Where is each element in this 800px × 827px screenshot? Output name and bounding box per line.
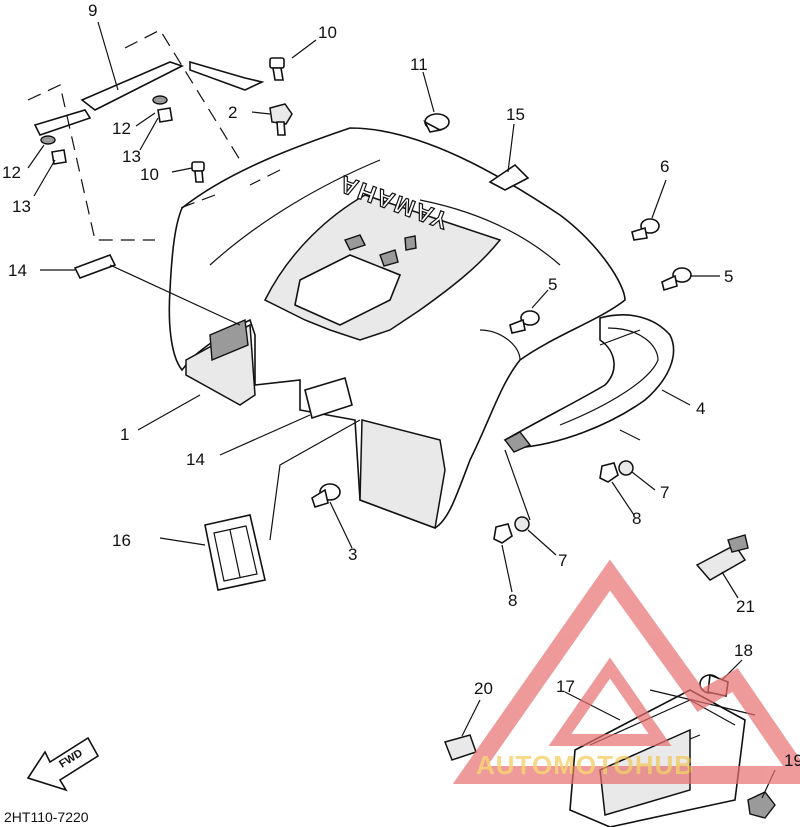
flap-part-4	[503, 314, 675, 453]
forward-direction-arrow: FWD	[26, 736, 100, 792]
bolt-part-10-left	[191, 161, 205, 183]
bolt-part-5-right	[661, 267, 692, 292]
callout-numbers: 9 10 2 11 15 12 13 12 13 10 14 6 5 5 1 4…	[2, 1, 800, 770]
callout-8-right: 8	[632, 509, 641, 528]
automotohub-watermark: AUTOMOTOHUB	[452, 559, 800, 784]
callout-17: 17	[556, 677, 575, 696]
bolt-part-10-top	[269, 57, 285, 81]
callout-20: 20	[474, 679, 493, 698]
watermark-text: AUTOMOTOHUB	[476, 750, 694, 780]
callout-13-upper: 13	[122, 147, 141, 166]
callout-15: 15	[506, 105, 525, 124]
rear-fender-part-1	[168, 127, 626, 530]
callout-1: 1	[120, 425, 129, 444]
nut-part-13-upper	[157, 107, 173, 123]
label-part-20	[444, 734, 477, 761]
collar-part-7-right	[618, 460, 634, 476]
callout-19: 19	[784, 751, 800, 770]
bolt-part-6	[631, 218, 660, 241]
nut-part-8-right	[599, 462, 619, 483]
callout-10-top: 10	[318, 23, 337, 42]
bolt-part-3	[311, 483, 341, 508]
callout-13-lower: 13	[12, 197, 31, 216]
callout-11: 11	[410, 55, 428, 74]
nut-part-19	[747, 791, 776, 819]
bolt-part-11	[423, 113, 450, 133]
callout-8-lower: 8	[508, 591, 517, 610]
callout-2: 2	[228, 103, 237, 122]
callout-4: 4	[696, 399, 705, 418]
washer-part-12-upper	[152, 95, 168, 105]
label-part-15	[488, 163, 530, 191]
callout-5-mid: 5	[548, 275, 557, 294]
callout-16: 16	[112, 531, 131, 550]
washer-part-12-lower	[40, 135, 56, 145]
bolt-part-2	[269, 103, 293, 136]
callout-7-right: 7	[660, 483, 669, 502]
callout-14-lower: 14	[186, 450, 205, 469]
callout-6: 6	[660, 157, 669, 176]
rail-part-9	[33, 60, 265, 136]
clip-part-21	[695, 534, 749, 581]
nut-part-8-lower	[493, 523, 513, 544]
callout-21: 21	[736, 597, 755, 616]
callout-14-upper: 14	[8, 261, 27, 280]
drawing-code: 2HT110-7220	[4, 809, 89, 825]
reflector-part-16	[204, 514, 266, 591]
pad-part-14-lower	[304, 376, 353, 420]
collar-part-7-lower	[514, 516, 530, 532]
nut-part-13-lower	[51, 149, 67, 165]
callout-18: 18	[734, 641, 753, 660]
callout-5-right: 5	[724, 267, 733, 286]
pad-part-14-upper	[73, 254, 117, 279]
bolt-part-5-mid	[509, 310, 540, 334]
callout-3: 3	[348, 545, 357, 564]
callout-9: 9	[88, 1, 97, 20]
callout-10-left: 10	[140, 165, 159, 184]
callout-12-lower: 12	[2, 163, 21, 182]
callout-7-lower: 7	[558, 551, 567, 570]
callout-12-upper: 12	[112, 119, 131, 138]
